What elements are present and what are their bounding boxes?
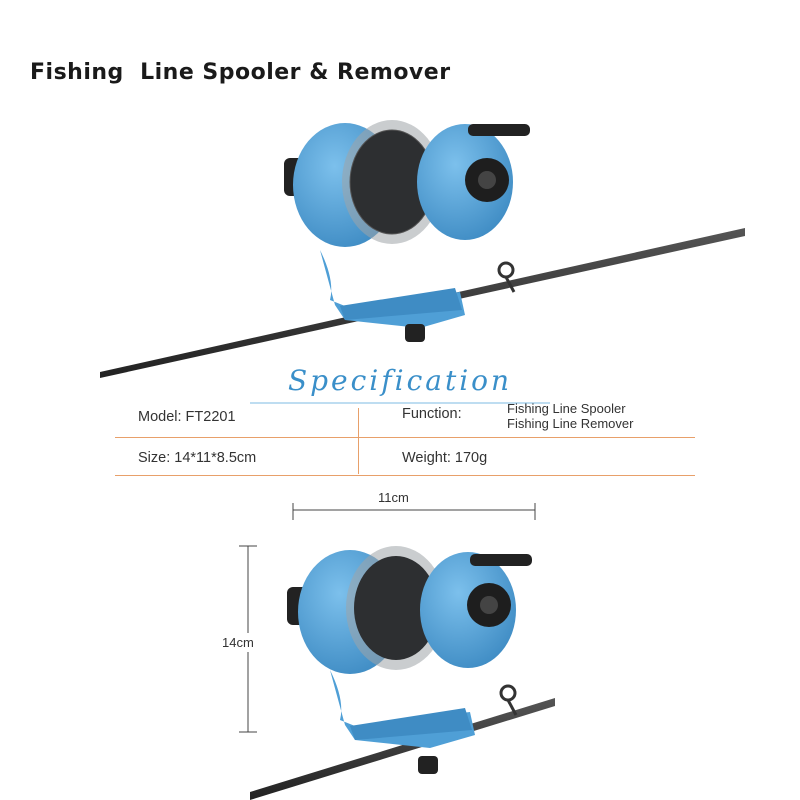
table-bottom-border [115,475,695,476]
table-column-divider [358,408,359,474]
spec-model: Model: FT2201 [138,409,236,425]
page-title: Fishing Line Spooler & Remover [30,60,451,85]
product-image-top [0,110,800,380]
spec-function-values: Fishing Line Spooler Fishing Line Remove… [507,401,633,431]
spec-heading-underline [250,402,550,404]
spec-size: Size: 14*11*8.5cm [138,450,257,466]
spec-heading: Specification [287,364,513,397]
spec-weight: Weight: 170g [402,450,488,466]
height-label: 14cm [222,633,254,652]
spec-function-label: Function: [402,406,462,422]
spec-function-value: Fishing Line Spooler [507,401,626,416]
product-image-bottom [0,530,800,800]
spec-function-value: Fishing Line Remover [507,416,634,431]
table-row-divider [115,437,695,438]
width-label: 11cm [378,490,409,505]
width-dimension-line [292,503,536,520]
